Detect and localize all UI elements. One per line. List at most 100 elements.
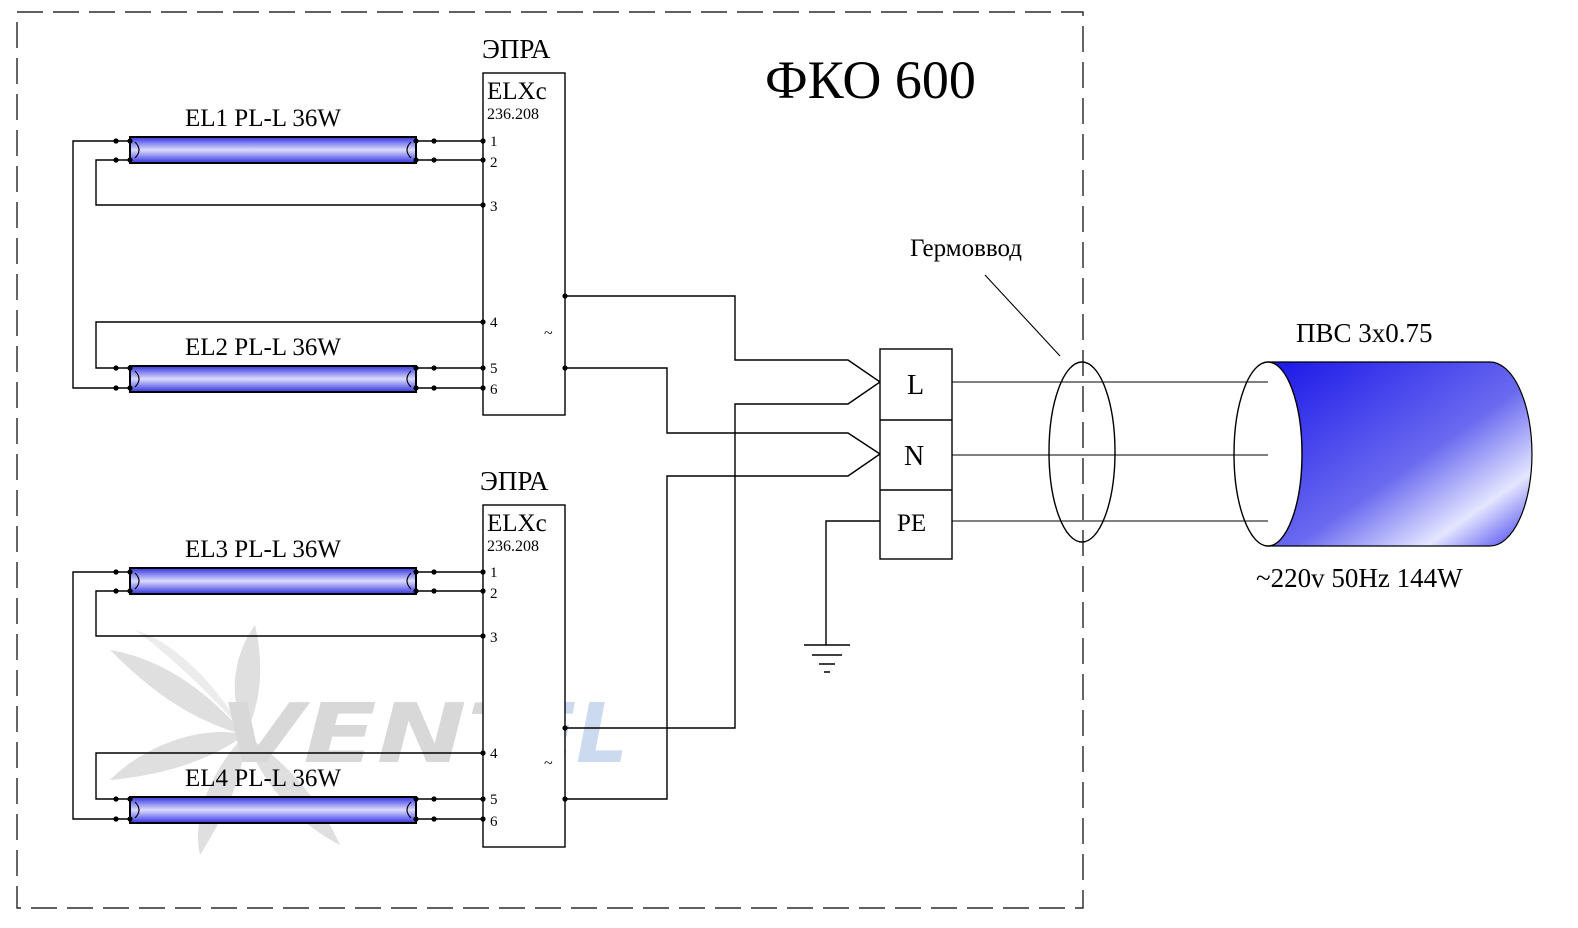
junction-dot — [431, 365, 437, 371]
junction-dot — [480, 750, 486, 756]
junction-dot — [127, 365, 133, 371]
junction-dot — [127, 569, 133, 575]
ballast-lower-model: ELXc — [487, 510, 547, 537]
ballast-lower-pin-3: 3 — [490, 630, 498, 646]
supply-label: ~220v 50Hz 144W — [1256, 563, 1463, 593]
junction-dot — [413, 588, 419, 594]
ballast-lower-pin-6: 6 — [490, 814, 498, 830]
junction-dot — [480, 138, 486, 144]
junction-dot — [413, 796, 419, 802]
gland-ring-icon — [1048, 361, 1116, 543]
junction-dot — [480, 816, 486, 822]
junction-dot — [480, 202, 486, 208]
junction-dot — [431, 569, 437, 575]
junction-dot — [431, 138, 437, 144]
junction-dot — [480, 385, 486, 391]
junction-dot — [480, 796, 486, 802]
lamp-el3-label: EL3 PL-L 36W — [185, 536, 341, 563]
ballast-lower-body — [482, 504, 566, 848]
lamp-tube-icon — [129, 136, 417, 164]
junction-dot — [480, 157, 486, 163]
junction-dot — [113, 138, 119, 144]
ground-icon — [804, 644, 850, 673]
cable-conductors — [952, 381, 1268, 522]
junction-dot — [480, 365, 486, 371]
junction-dot — [562, 725, 568, 731]
junction-dot — [562, 293, 568, 299]
ballast-upper-body — [482, 72, 566, 416]
terminal-n: N — [904, 441, 924, 472]
junction-dot — [431, 588, 437, 594]
junction-dot — [113, 569, 119, 575]
junction-dot — [113, 588, 119, 594]
junction-dot — [127, 157, 133, 163]
junction-dot — [413, 365, 419, 371]
ballast-lower: ЭПРА ELXc 236.208 ~ 1 2 3 4 5 6 — [480, 466, 566, 848]
lamp-el2-label: EL2 PL-L 36W — [185, 334, 341, 361]
junction-dot — [113, 796, 119, 802]
junction-dot — [127, 796, 133, 802]
junction-dot — [431, 796, 437, 802]
lamp-el2: EL2 PL-L 36W — [129, 334, 417, 393]
ballast-upper-model: ELXc — [487, 78, 547, 105]
ballast-upper-tilde: ~ — [544, 325, 553, 342]
junction-dot — [113, 157, 119, 163]
lamp-el4-label: EL4 PL-L 36W — [185, 765, 341, 792]
junction-dot — [480, 588, 486, 594]
junction-dot — [480, 319, 486, 325]
power-cable: ПВС 3x0.75 ~220v 50Hz 144W — [1233, 318, 1533, 593]
ballast-lower-pin-1: 1 — [490, 565, 498, 581]
junction-dot — [127, 138, 133, 144]
lamp-el4: EL4 PL-L 36W — [129, 765, 417, 824]
ballast-upper-pin-4: 4 — [490, 315, 498, 331]
ballast-upper-code: 236.208 — [487, 106, 539, 123]
junction-dot — [113, 385, 119, 391]
ballast-upper-label: ЭПРА — [482, 34, 551, 64]
junction-dot — [413, 816, 419, 822]
terminal-l: L — [907, 370, 924, 401]
cable-end-icon — [1233, 361, 1303, 547]
lamp-el3: EL3 PL-L 36W — [129, 536, 417, 595]
ballast-lower-code: 236.208 — [487, 538, 539, 555]
enclosure-boundary — [16, 11, 1084, 909]
lamp-tube-icon — [129, 365, 417, 393]
supply-wiring — [565, 295, 881, 800]
junction-dot — [480, 633, 486, 639]
terminal-pe: PE — [897, 510, 926, 537]
junction-dot — [127, 385, 133, 391]
ballast-lower-pin-2: 2 — [490, 586, 498, 602]
ballast-upper-pin-2: 2 — [490, 155, 498, 171]
junction-dot — [127, 816, 133, 822]
cable-body — [1267, 361, 1533, 547]
ballast-upper: ЭПРА ELXc 236.208 ~ 1 2 3 4 5 6 — [482, 34, 566, 416]
junction-dot — [413, 157, 419, 163]
terminal-block: L N PE — [879, 348, 953, 560]
ballast-upper-pin-5: 5 — [490, 361, 498, 377]
junction-dot — [431, 816, 437, 822]
lamp-el1-label: EL1 PL-L 36W — [185, 105, 341, 132]
lamp-el1: EL1 PL-L 36W — [129, 105, 417, 164]
ballast-lower-pin-5: 5 — [490, 792, 498, 808]
ballast-upper-pin-6: 6 — [490, 382, 498, 398]
lamp-tube-icon — [129, 796, 417, 824]
ballast-lower-tilde: ~ — [544, 755, 553, 772]
wiring-lower — [72, 571, 483, 820]
lamp-tube-icon — [129, 567, 417, 595]
junction-dot — [113, 816, 119, 822]
junction-dot — [127, 588, 133, 594]
junction-dot — [480, 569, 486, 575]
junction-dot — [413, 138, 419, 144]
ballast-upper-pin-3: 3 — [490, 199, 498, 215]
ballast-upper-pin-1: 1 — [490, 134, 498, 150]
cable-gland: Гермоввод — [910, 235, 1116, 543]
junction-dot — [562, 796, 568, 802]
junction-dot — [562, 365, 568, 371]
junction-dot — [113, 365, 119, 371]
fixture-title: ФКО 600 — [765, 50, 976, 110]
ballast-lower-label: ЭПРА — [480, 466, 549, 496]
cable-label: ПВС 3x0.75 — [1296, 318, 1433, 348]
junction-dot — [413, 569, 419, 575]
ballast-lower-pin-4: 4 — [490, 746, 498, 762]
